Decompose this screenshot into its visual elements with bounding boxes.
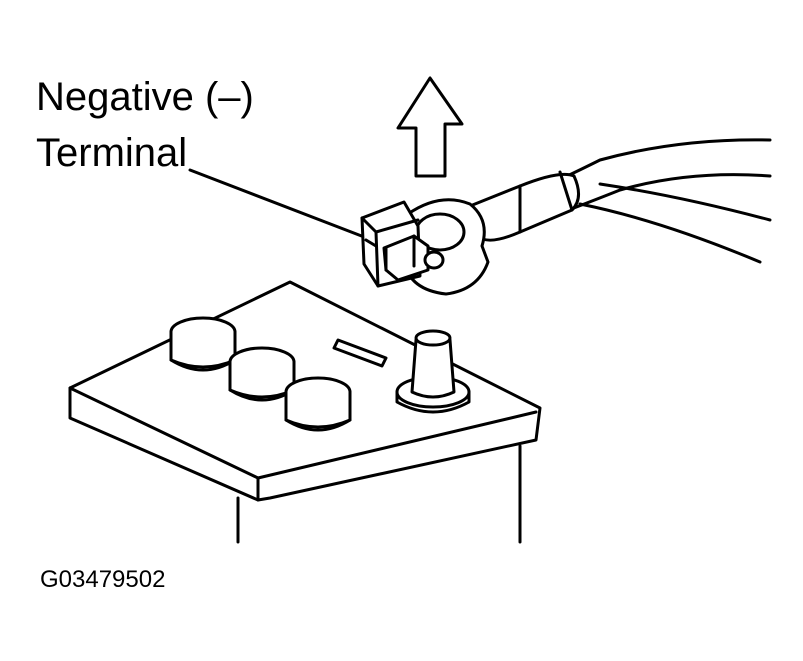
vent-slot <box>332 338 388 368</box>
callout-label-line1: Negative (–) <box>36 75 254 119</box>
up-arrow-icon <box>396 76 464 178</box>
cell-cap <box>284 376 352 432</box>
cell-cap <box>228 346 296 402</box>
callout-label-line2: Terminal <box>36 131 188 175</box>
battery-cable <box>468 138 772 264</box>
cable-sleeve <box>468 172 580 242</box>
figure-id: G03479502 <box>40 566 166 593</box>
leader-line <box>188 168 374 242</box>
negative-post <box>395 329 471 414</box>
terminal-clamp <box>360 198 490 296</box>
cell-cap <box>169 316 237 372</box>
